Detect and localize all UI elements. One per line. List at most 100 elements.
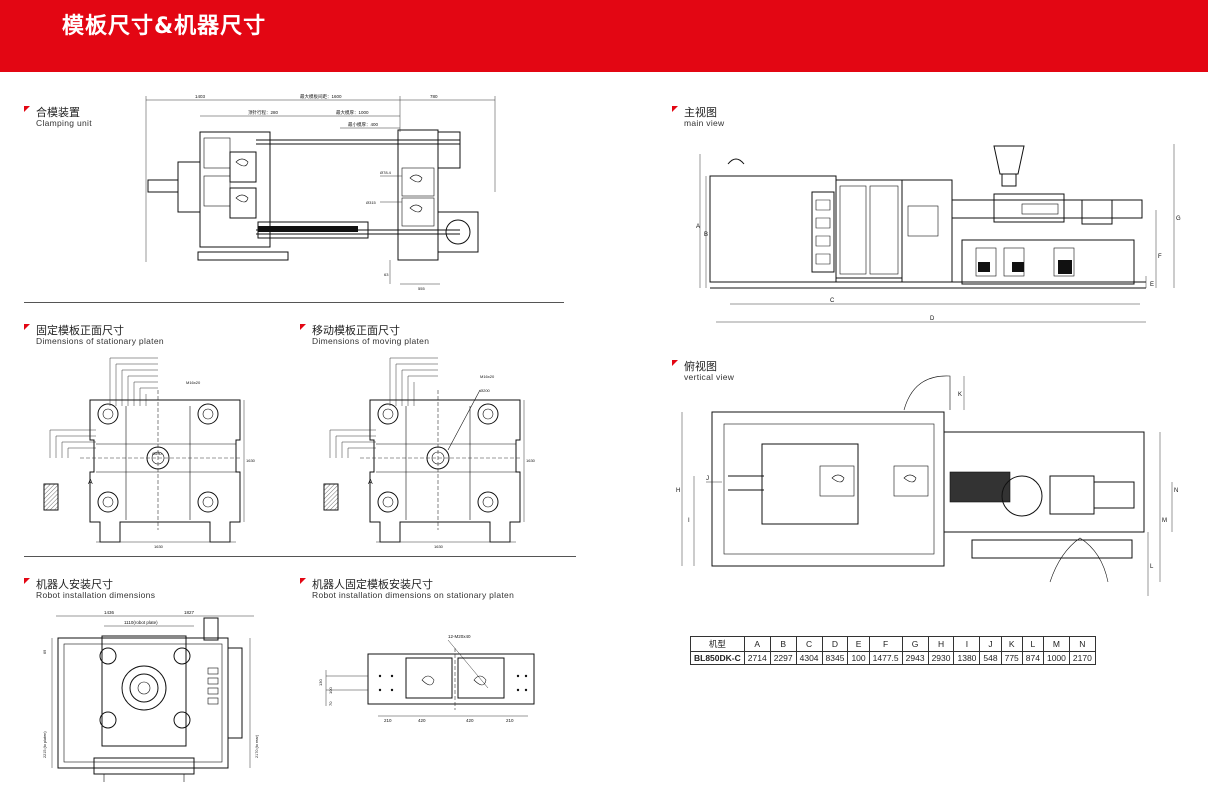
dim-label: G	[1176, 216, 1181, 222]
dim-label: 最小模厚：400	[348, 121, 379, 128]
main-view-drawing: A B C D E F G	[696, 144, 1181, 323]
dim-label: 最大模板间距：1600	[300, 93, 342, 100]
moving-note: M16x20	[480, 374, 495, 379]
table-cell: 1000	[1042, 651, 1070, 665]
table-header-cell: M	[1042, 636, 1070, 652]
dim-label: 420	[418, 718, 426, 723]
section-title-zh: 俯视图	[684, 360, 717, 373]
section-title-zh: 机器人固定模板安装尺寸	[312, 578, 433, 591]
dim-label: 69	[43, 650, 47, 654]
table-header-cell: L	[1021, 636, 1044, 652]
table-cell: 2170	[1068, 651, 1096, 665]
dim-label: I	[688, 518, 690, 524]
table-header-cell: K	[1000, 636, 1023, 652]
dim-label: 63	[384, 272, 389, 277]
section-title-zh: 合模装置	[36, 106, 80, 119]
section-title-zh: 移动模板正面尺寸	[312, 324, 400, 337]
table-cell: 2930	[927, 651, 955, 665]
top-dimension-ladder	[389, 357, 438, 406]
dim-label: 210	[506, 718, 514, 723]
section-marker-icon	[24, 578, 30, 584]
divider-line	[24, 556, 576, 557]
dim-label: 210	[384, 718, 392, 723]
tie-bar-label: Ø630	[152, 451, 163, 456]
dim-label: M	[1162, 518, 1167, 524]
dim-label: H	[676, 488, 680, 494]
table-cell: 100	[847, 651, 870, 665]
vertical-view-drawing: H I J K L M N	[676, 375, 1178, 596]
dim-label: L	[1150, 564, 1154, 570]
section-title-en: Clamping unit	[36, 118, 92, 128]
dim-label: A	[696, 224, 700, 230]
dim-label: 420	[466, 718, 474, 723]
left-dimension-ladder	[49, 429, 96, 458]
dim-label: Ø78.4	[380, 170, 392, 175]
table-header-cell: C	[795, 636, 823, 652]
logo-mark	[811, 191, 835, 273]
table-cell: 2297	[769, 651, 797, 665]
bolt-note: 12-M20x40	[448, 634, 471, 639]
width-label: 1630	[154, 544, 164, 549]
section-marker-icon	[24, 106, 30, 112]
table-header-cell: D	[821, 636, 849, 652]
stationary-platen-drawing: A M16x20 Ø630 1630 1630	[43, 357, 256, 549]
label-a: A	[88, 479, 93, 486]
height-label: 1630	[526, 458, 536, 463]
dim-label: Ø315	[366, 200, 377, 205]
section-marker-icon	[300, 578, 306, 584]
platen-body	[360, 389, 521, 543]
robot-installation-drawing: 1436 1827 1110(robot plate) 2215 (to pla…	[43, 610, 259, 782]
table-cell: 4304	[795, 651, 823, 665]
dim-label: 70	[328, 701, 333, 706]
dim-label: 100	[328, 687, 333, 694]
moving-platen-drawing: A M16x20 Ø200 1630 1630	[323, 357, 536, 549]
dim-label: 780	[430, 94, 438, 99]
table-header-cell: B	[769, 636, 797, 652]
divider-line	[24, 302, 564, 303]
section-title-en: Dimensions of moving platen	[312, 336, 430, 346]
page-title: 模板尺寸&机器尺寸	[62, 14, 267, 39]
section-title-en: Robot installation dimensions on station…	[312, 590, 515, 600]
dim-label: 555	[418, 286, 425, 291]
top-dimension-ladder	[109, 357, 158, 406]
section-marker-icon	[300, 324, 306, 330]
section-title-en: Robot installation dimensions	[36, 590, 156, 600]
table-cell: 8345	[821, 651, 849, 665]
table-header-cell: I	[953, 636, 981, 652]
height-label: 1630	[246, 458, 256, 463]
table-cell: 548	[979, 651, 1002, 665]
dim-label: 1403	[195, 94, 206, 99]
dim-label: C	[830, 298, 835, 304]
section-marker-icon	[24, 324, 30, 330]
section-title-zh: 主视图	[684, 106, 717, 119]
table-cell: 874	[1021, 651, 1044, 665]
section-title-zh: 固定模板正面尺寸	[36, 324, 124, 337]
table-cell: 2943	[901, 651, 929, 665]
ejector-note: M16x20	[186, 380, 201, 385]
section-marker-icon	[672, 360, 678, 366]
dim-label: 130	[318, 679, 323, 686]
dim-label: 最大模厚：1000	[336, 109, 369, 116]
robot-platen-drawing: 12-M20x40 210 420 420 210 130 100 70	[318, 634, 535, 723]
dim-label: J	[706, 476, 709, 482]
dim-label: D	[930, 316, 935, 322]
dim-label: K	[958, 392, 962, 398]
table-header-cell: F	[868, 636, 903, 652]
platen-body	[80, 390, 241, 543]
dim-label: 1827	[184, 610, 195, 615]
dim-label: 2170 (to rear)	[255, 734, 259, 758]
dim-label: 顶针行程：280	[248, 109, 279, 116]
dim-label: 1110(robot plate)	[124, 620, 158, 625]
section-title-zh: 机器人安装尺寸	[36, 578, 113, 591]
dim-label: 2215 (to platen)	[43, 731, 47, 758]
table-header-cell: E	[847, 636, 870, 652]
table-cell: 1380	[953, 651, 981, 665]
dim-label: B	[704, 232, 708, 238]
clamping-unit-drawing: 1403 最大模板间距：1600 780 顶针行程：280 最大模厚：1000 …	[145, 93, 496, 291]
dim-label: 1436	[104, 610, 115, 615]
dim-label: F	[1158, 254, 1162, 260]
